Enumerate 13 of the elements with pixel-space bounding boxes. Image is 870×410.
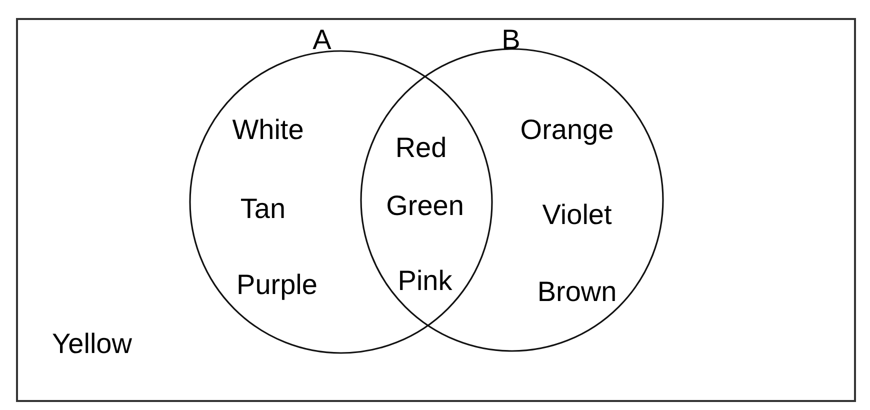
item-text: Green <box>386 192 464 220</box>
item-text: Violet <box>542 201 612 229</box>
item-text: Tan <box>240 195 286 223</box>
item-text: Pink <box>398 267 452 295</box>
item-text: Yellow <box>52 330 132 358</box>
item-text: Purple <box>236 271 318 299</box>
set-label: A <box>312 26 332 54</box>
universe-box <box>16 18 856 402</box>
item-text: Red <box>395 134 447 162</box>
set-label: B <box>502 26 520 54</box>
item-text: Orange <box>520 116 614 144</box>
item-text: Brown <box>537 278 617 306</box>
item-text: White <box>232 116 304 144</box>
